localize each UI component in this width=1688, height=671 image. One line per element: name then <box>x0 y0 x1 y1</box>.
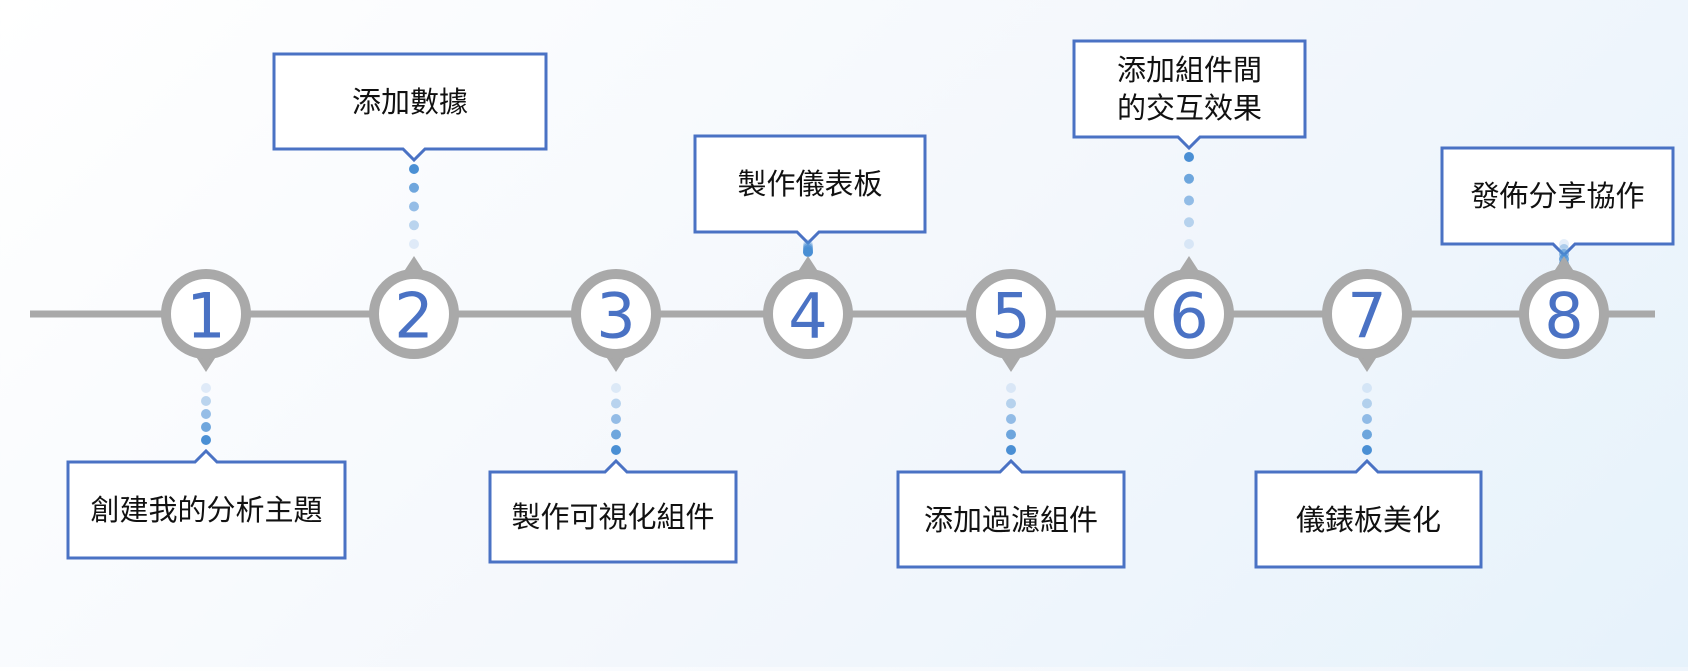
step-8-number: 8 <box>1544 280 1583 353</box>
step-2-connector-dot <box>409 201 419 212</box>
step-8-connector-dot <box>1559 244 1569 254</box>
step-1-connector-dot <box>201 422 211 432</box>
step-3-connector-dot <box>611 429 621 440</box>
step-6-connector-dot <box>1184 173 1194 184</box>
step-2-number: 2 <box>394 280 433 353</box>
step-7-connector-dot <box>1362 445 1372 455</box>
step-4: 4 <box>693 134 927 359</box>
step-7-connector-dot <box>1362 383 1372 393</box>
step-2-connector-dot <box>409 220 419 231</box>
step-4-connector-dot <box>803 241 813 251</box>
step-8-callout-box <box>1440 146 1675 258</box>
step-6-connector-dot <box>1184 217 1194 228</box>
step-1: 1 <box>66 269 347 560</box>
step-8-connector-dot <box>1559 249 1569 259</box>
step-1-label: 創建我的分析主題 <box>90 493 323 527</box>
step-3-label: 製作可視化組件 <box>511 500 715 534</box>
step-3-connector-dot <box>611 445 621 455</box>
step-6-callout-box <box>1072 39 1307 151</box>
step-6-number: 6 <box>1169 280 1208 353</box>
step-1-connector-dot <box>201 396 211 406</box>
step-1-node <box>161 269 251 359</box>
step-1-number: 1 <box>186 280 225 353</box>
step-2-connector-dot <box>409 182 419 193</box>
step-5-connector-dot <box>1006 383 1016 393</box>
step-5-connector-dot <box>1006 445 1016 455</box>
step-2-connector-dot <box>409 164 419 174</box>
step-7-label: 儀錶板美化 <box>1295 502 1441 537</box>
step-5-node <box>966 269 1056 359</box>
step-5-callout-box <box>896 458 1126 569</box>
step-3-connector-dot <box>611 398 621 409</box>
step-8: 8 <box>1440 146 1675 359</box>
step-4-connector-dot <box>803 239 813 249</box>
step-6-connector-dot <box>1184 195 1194 206</box>
step-2-label: 添加數據 <box>351 84 468 119</box>
step-7-number: 7 <box>1347 280 1386 353</box>
step-5-connector-dot <box>1006 429 1016 440</box>
step-3-connector-dot <box>611 414 621 424</box>
step-4-node <box>763 269 853 359</box>
step-4-connector-dot <box>803 243 813 253</box>
step-7-callout-box <box>1254 458 1483 569</box>
step-3-callout-box <box>488 458 738 564</box>
step-2-connector-dot <box>409 239 419 249</box>
step-3-node <box>571 269 661 359</box>
step-6-connector-dot <box>1184 239 1194 249</box>
step-8-label: 發佈分享協作 <box>1470 179 1645 213</box>
step-7-node <box>1322 269 1412 359</box>
step-5-connector-dot <box>1006 398 1016 409</box>
step-6: 6 <box>1072 39 1307 359</box>
step-6-connector-dot <box>1184 152 1194 162</box>
step-8-node <box>1519 269 1609 359</box>
step-5: 5 <box>896 269 1126 569</box>
step-1-connector-dot <box>201 383 211 393</box>
step-2-callout-box <box>272 52 548 163</box>
step-3-number: 3 <box>596 280 635 353</box>
step-7: 7 <box>1254 269 1483 569</box>
step-6-label: 添加組件間 的交互效果 <box>1116 53 1262 125</box>
step-5-connector-dot <box>1006 414 1016 424</box>
step-3: 3 <box>488 269 738 564</box>
step-2: 2 <box>272 52 548 359</box>
step-6-node <box>1144 269 1234 359</box>
step-4-callout-box <box>693 134 927 246</box>
step-7-connector-dot <box>1362 398 1372 409</box>
step-5-number: 5 <box>991 280 1030 353</box>
step-4-label: 製作儀表板 <box>737 167 883 201</box>
step-3-connector-dot <box>611 383 621 393</box>
step-7-connector-dot <box>1362 429 1372 440</box>
step-8-connector-dot <box>1559 239 1569 249</box>
step-5-label: 添加過濾組件 <box>923 502 1098 537</box>
step-1-callout-box <box>66 448 347 560</box>
step-7-connector-dot <box>1362 414 1372 424</box>
step-1-connector-dot <box>201 435 211 445</box>
step-2-node <box>369 269 459 359</box>
step-4-number: 4 <box>788 280 827 353</box>
step-1-connector-dot <box>201 409 211 419</box>
